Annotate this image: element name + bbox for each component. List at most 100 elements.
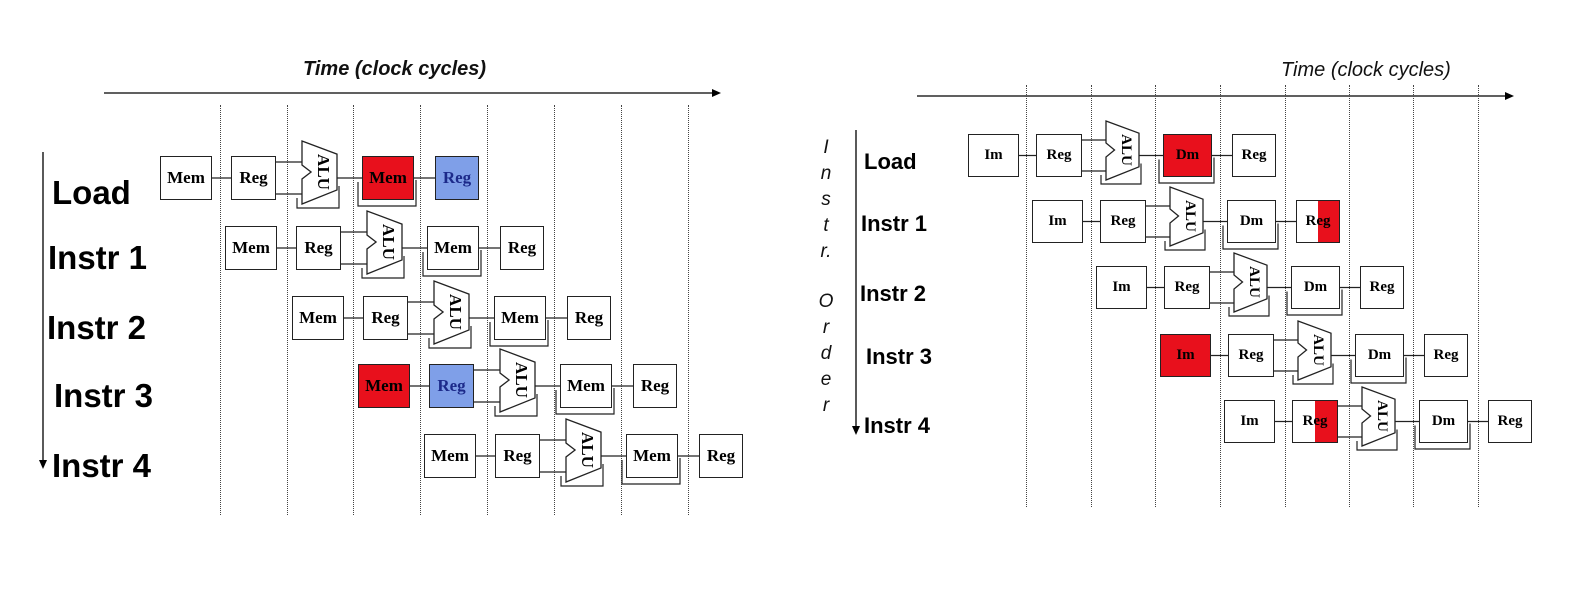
reg-write-stage-label: Reg xyxy=(1241,147,1267,163)
data-mem-stage: Dm xyxy=(1291,266,1340,309)
data-mem-stage: Mem xyxy=(494,296,546,340)
alu-stage: ALU xyxy=(1169,186,1204,247)
data-mem-stage-label: Mem xyxy=(567,376,605,395)
alu-label: ALU xyxy=(578,432,597,468)
instr-mem-stage-label: Im xyxy=(1112,279,1131,295)
order-letter: I xyxy=(823,137,829,158)
reg-write-stage-label: Reg xyxy=(574,308,604,327)
cycle-divider xyxy=(353,105,354,515)
order-letter: e xyxy=(820,369,832,390)
alu-label: ALU xyxy=(1246,266,1262,298)
instr-mem-stage-label: Mem xyxy=(365,376,403,395)
alu-stage: ALU xyxy=(499,348,536,413)
reg-write-stage: Reg xyxy=(1232,134,1276,177)
alu-label: ALU xyxy=(1310,334,1326,366)
reg-write-stage-label: Reg xyxy=(640,376,670,395)
alu-stage: ALU xyxy=(1297,320,1332,381)
reg-read-stage-label: Reg xyxy=(239,168,268,187)
left-pipeline-diagram: Time (clock cycles) Load Instr 1 Instr 2… xyxy=(39,58,743,515)
instr-mem-stage: Im xyxy=(968,134,1019,177)
instr-mem-stage: Im xyxy=(1096,266,1147,309)
row-label-instr3: Instr 3 xyxy=(54,377,154,414)
order-letter: r xyxy=(822,317,830,338)
reg-read-stage-label: Reg xyxy=(371,308,400,327)
reg-read-stage: Reg xyxy=(1228,334,1274,377)
instr-mem-stage: Mem xyxy=(292,296,344,340)
data-mem-stage: Mem xyxy=(560,364,612,408)
row-label-load: Load xyxy=(52,174,131,211)
reg-write-stage: Reg xyxy=(633,364,677,408)
instr-mem-stage: Mem xyxy=(358,364,410,408)
cycle-divider xyxy=(487,105,488,515)
instr-mem-stage-label: Mem xyxy=(167,168,205,187)
data-mem-stage: Mem xyxy=(362,156,414,200)
row-label-instr4: Instr 4 xyxy=(864,413,931,438)
instr-mem-stage-label: Mem xyxy=(431,446,469,465)
cycle-divider xyxy=(220,105,221,515)
reg-write-stage-label: Reg xyxy=(1433,347,1459,363)
cycle-divider xyxy=(420,105,421,515)
row-label-instr3: Instr 3 xyxy=(866,344,933,369)
alu-label: ALU xyxy=(379,224,398,260)
order-letter: r. xyxy=(820,241,832,262)
instr-mem-stage-label: Mem xyxy=(232,238,270,257)
instr-mem-stage-label: Im xyxy=(1048,213,1067,229)
instr-mem-stage: Mem xyxy=(424,434,476,478)
order-letter: d xyxy=(820,343,832,364)
data-mem-stage-label: Dm xyxy=(1431,413,1456,429)
instr-mem-stage: Im xyxy=(1160,334,1211,377)
data-mem-stage-label: Mem xyxy=(434,238,472,257)
cycle-divider xyxy=(1026,85,1027,507)
reg-read-stage-label: Reg xyxy=(304,238,333,257)
reg-read-stage: Reg xyxy=(296,226,341,270)
alu-stage: ALU xyxy=(366,210,403,275)
reg-read-stage-label: Reg xyxy=(1046,147,1072,163)
reg-write-stage-label: Reg xyxy=(706,446,736,465)
alu-stage: ALU xyxy=(1361,386,1396,447)
row-label-instr4: Instr 4 xyxy=(52,447,152,484)
reg-write-stage: Reg xyxy=(1296,200,1340,243)
data-mem-stage-label: Dm xyxy=(1239,213,1264,229)
cycle-divider xyxy=(1220,85,1221,507)
right-axes xyxy=(852,92,1514,435)
alu-label: ALU xyxy=(1182,200,1198,232)
cycle-divider xyxy=(1349,85,1350,507)
reg-read-stage-label: Reg xyxy=(503,446,532,465)
alu-stage: ALU xyxy=(565,418,602,483)
alu-label: ALU xyxy=(1374,400,1390,432)
order-letter: r xyxy=(822,395,830,416)
alu-label: ALU xyxy=(1118,134,1134,166)
reg-read-stage: Reg xyxy=(231,156,276,200)
reg-write-stage: Reg xyxy=(699,434,743,478)
right-pipeline-diagram: Time (clock cycles) I n s t r. O r d e r… xyxy=(793,0,1586,600)
reg-read-stage: Reg xyxy=(1292,400,1338,443)
reg-read-stage-label: Reg xyxy=(1110,213,1136,229)
instr-mem-stage: Mem xyxy=(225,226,277,270)
cycle-divider xyxy=(554,105,555,515)
cycle-divider xyxy=(1478,85,1479,507)
cycle-divider xyxy=(1091,85,1092,507)
cycle-divider xyxy=(1285,85,1286,507)
data-mem-stage-label: Mem xyxy=(501,308,539,327)
time-axis-label: Time (clock cycles) xyxy=(303,58,487,80)
instr-mem-stage-label: Mem xyxy=(299,308,337,327)
reg-write-stage-label: Reg xyxy=(507,238,537,257)
reg-read-stage-label: Reg xyxy=(1174,279,1200,295)
reg-write-stage-label: Reg xyxy=(1369,279,1395,295)
order-letter: t xyxy=(823,215,829,236)
reg-write-stage-label: Reg xyxy=(442,168,472,187)
reg-write-stage: Reg xyxy=(435,156,479,200)
cycle-divider xyxy=(1155,85,1156,507)
reg-read-stage-label: Reg xyxy=(437,376,466,395)
data-mem-stage: Mem xyxy=(626,434,678,478)
row-label-instr1: Instr 1 xyxy=(861,211,928,236)
data-mem-stage: Dm xyxy=(1163,134,1212,177)
datapath-wires xyxy=(212,161,699,487)
cycle-divider xyxy=(287,105,288,515)
order-letter: O xyxy=(818,291,834,312)
datapath-wires xyxy=(1019,139,1488,451)
left-axes xyxy=(39,89,721,469)
data-mem-stage: Dm xyxy=(1419,400,1468,443)
time-axis-label: Time (clock cycles) xyxy=(1281,59,1451,81)
instr-mem-stage-label: Im xyxy=(984,147,1003,163)
